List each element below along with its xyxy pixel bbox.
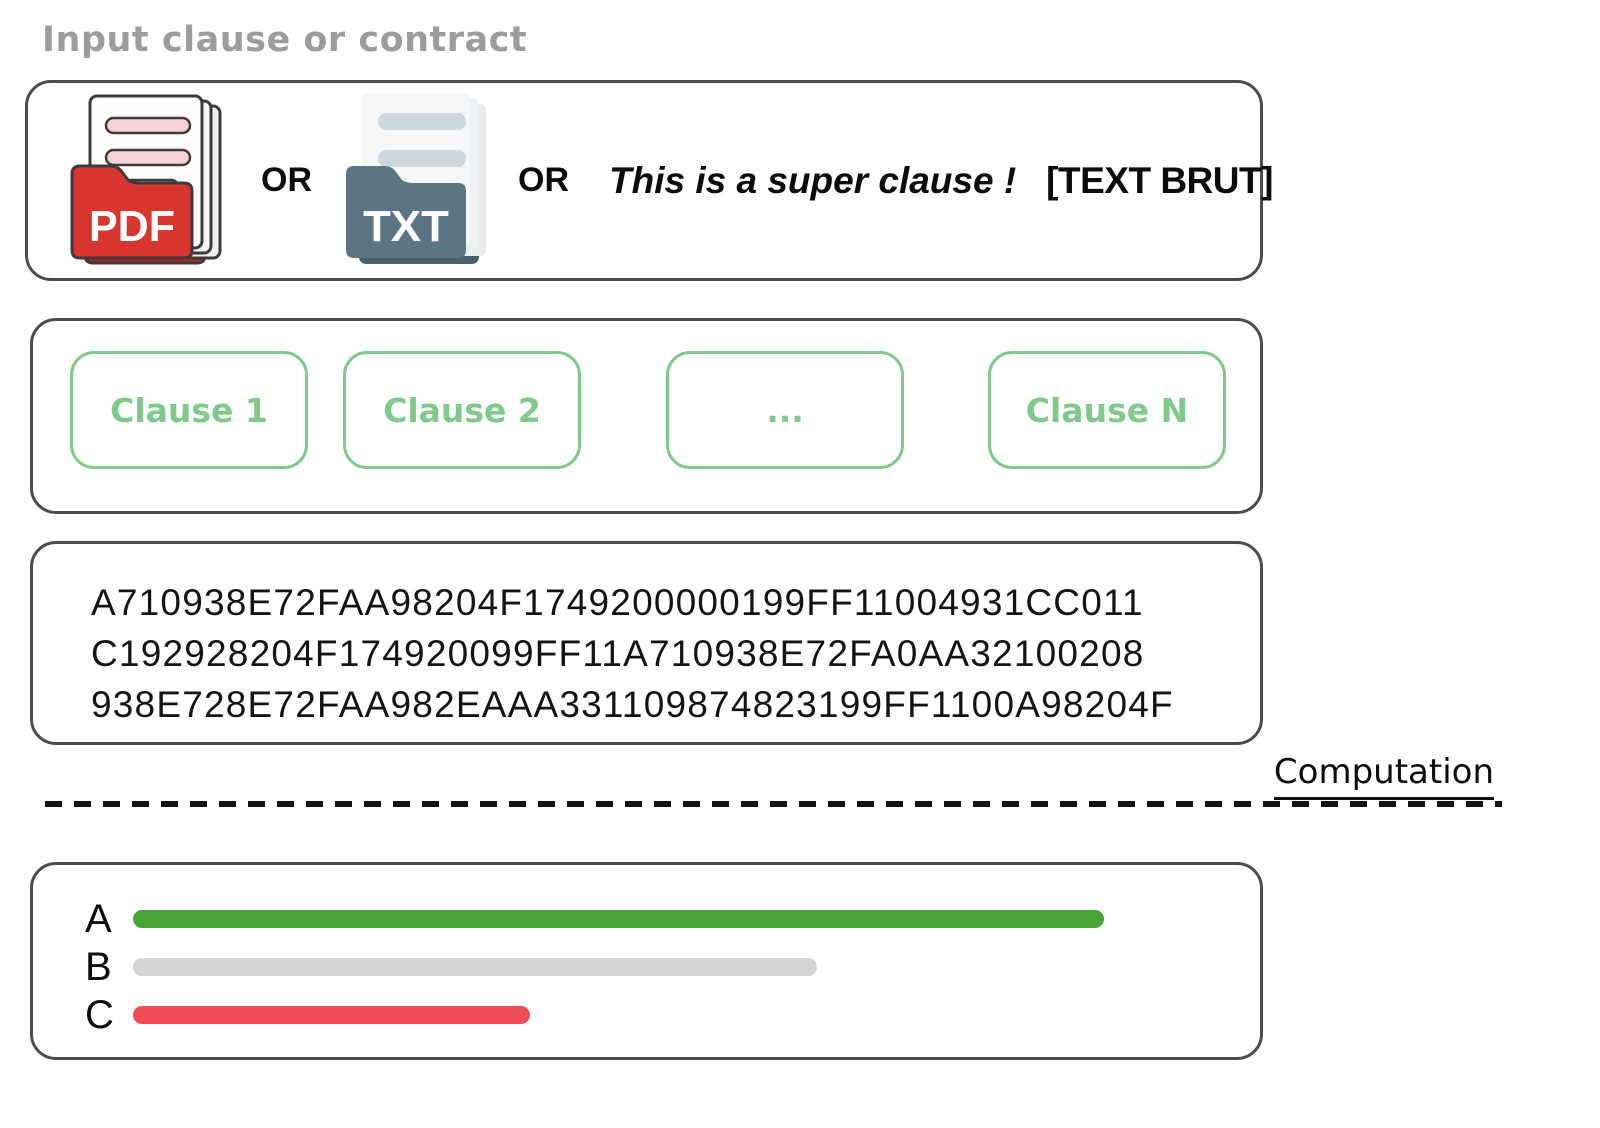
txt-folder [346, 166, 466, 258]
or-label-1: OR [261, 161, 312, 199]
bar-row-a: A [85, 895, 1236, 943]
encoding-box: A710938E72FAA98204F1749200000199FF110049… [30, 541, 1263, 745]
bar-c [133, 1006, 531, 1024]
clause-chip-n: Clause N [988, 351, 1226, 469]
hex-line-3: 938E728E72FAA982EAAA331109874823199FF110… [91, 684, 1174, 725]
pdf-text-line [104, 148, 192, 167]
bar-label-c: C [85, 992, 114, 1037]
bar-row-c: C [85, 991, 1236, 1039]
results-box: A B C [30, 862, 1263, 1060]
example-clause-text: This is a super clause ! [609, 159, 1017, 201]
pdf-file-icon: PDF [70, 94, 222, 265]
pdf-folder [70, 164, 194, 260]
pdf-label: PDF [89, 202, 175, 251]
bar-track-a [133, 910, 1236, 928]
txt-text-line [378, 150, 466, 167]
bar-a [133, 910, 1104, 928]
dashed-separator [45, 801, 1502, 807]
clause-chip-ellipsis: ... [666, 351, 904, 469]
pdf-text-line [104, 116, 192, 135]
bar-track-c [133, 1006, 1236, 1024]
txt-text-line [378, 113, 466, 130]
clauses-box: Clause 1 Clause 2 ... Clause N [30, 318, 1263, 514]
hex-line-2: C192928204F174920099FF11A710938E72FA0AA3… [91, 633, 1145, 674]
clause-chip-1: Clause 1 [70, 351, 308, 469]
raw-text-tag: [TEXT BRUT] [1046, 159, 1273, 201]
clause-chip-2: Clause 2 [343, 351, 581, 469]
or-label-2: OR [518, 161, 569, 199]
txt-file-icon: TXT [346, 93, 486, 264]
computation-label: Computation [1273, 752, 1494, 800]
txt-label: TXT [363, 202, 449, 251]
page-title: Input clause or contract [42, 20, 528, 60]
input-box: PDF OR TXT OR This is a super clause ! [… [25, 80, 1273, 281]
bar-label-a: A [85, 896, 112, 941]
bar-label-b: B [85, 944, 112, 989]
hex-line-1: A710938E72FAA98204F1749200000199FF110049… [91, 582, 1144, 623]
bar-row-b: B [85, 943, 1236, 991]
bar-b [133, 958, 817, 976]
bar-track-b [133, 958, 1236, 976]
